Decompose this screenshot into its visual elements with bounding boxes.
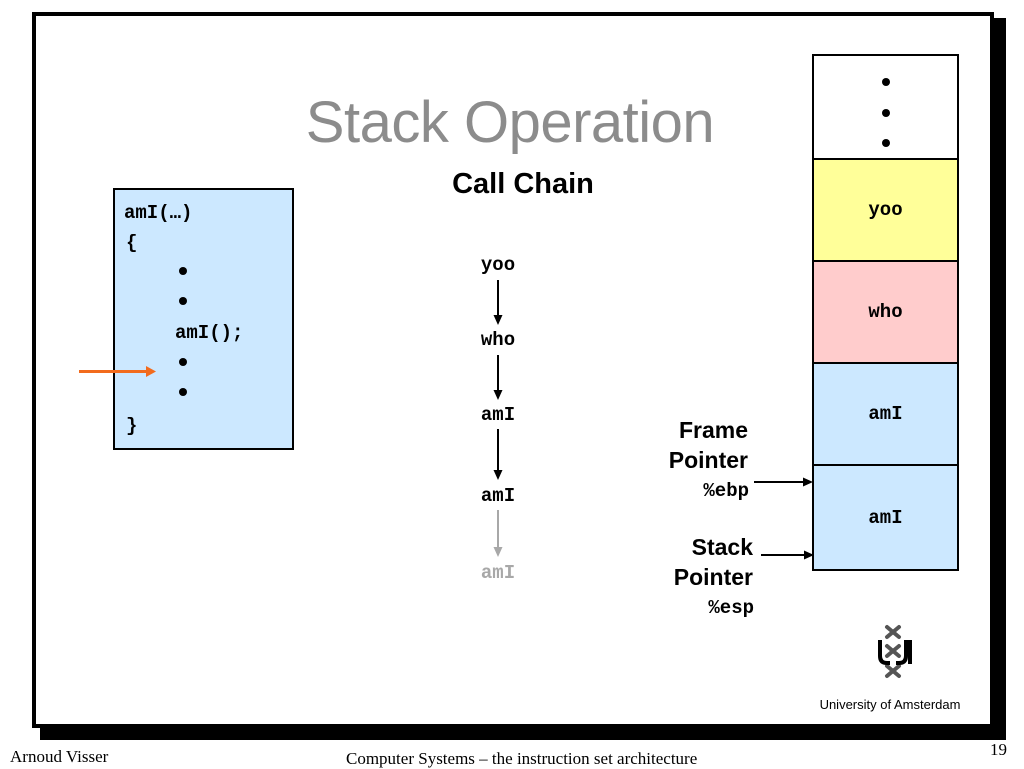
stack-pointer-label-line2: Pointer: [673, 564, 753, 590]
code-line-open-brace: {: [126, 232, 138, 254]
code-line-recursive-call: amI();: [175, 322, 244, 344]
code-bullet: [179, 267, 187, 275]
chain-arrow: [493, 355, 503, 400]
ellipsis-dots: [881, 78, 890, 147]
code-line-function-header: amI(…): [124, 202, 193, 224]
frame-pointer-label-line2: Pointer: [668, 447, 748, 473]
stack-pointer-register: %esp: [708, 597, 754, 619]
stack-pointer-arrow: [761, 550, 814, 560]
slide-title: Stack Operation: [305, 90, 715, 155]
code-bullet: [179, 358, 187, 366]
code-line-close-brace: }: [126, 415, 138, 437]
call-chain-heading: Call Chain: [452, 168, 594, 200]
uva-logo-icon: [878, 625, 912, 678]
stack-pointer-label-line1: Stack: [691, 534, 753, 560]
chain-item-yoo: yoo: [480, 254, 516, 276]
stack-cell-earlier-frames: [812, 54, 959, 160]
stack-frame-who: who: [812, 260, 959, 364]
chain-item-ami-future: amI: [480, 562, 516, 584]
code-bullet: [179, 388, 187, 396]
chain-arrow-future: [493, 510, 503, 557]
footer-author: Arnoud Visser: [10, 747, 109, 766]
chain-item-who: who: [480, 329, 516, 351]
university-caption: University of Amsterdam: [819, 697, 961, 712]
frame-pointer-register: %ebp: [703, 480, 749, 502]
stack-frame-ami-current: amI: [812, 464, 959, 571]
call-chain-arrows: [493, 280, 503, 557]
frame-pointer-label: Frame Pointer: [600, 415, 748, 475]
stack-pointer-label: Stack Pointer: [600, 532, 753, 592]
footer-course-title: Computer Systems – the instruction set a…: [346, 749, 698, 768]
chain-item-ami: amI: [480, 485, 516, 507]
code-bullet: [179, 297, 187, 305]
chain-item-ami: amI: [480, 404, 516, 426]
frame-pointer-arrow: [754, 477, 813, 487]
stack-frame-yoo: yoo: [812, 158, 959, 262]
chain-arrow: [493, 429, 503, 480]
execution-point-arrow: [79, 366, 156, 377]
chain-arrow: [493, 280, 503, 325]
code-box: amI(…) { amI(); }: [113, 188, 294, 450]
frame-pointer-label-line1: Frame: [678, 417, 748, 443]
page-number: 19: [990, 740, 1007, 759]
stack-frame-ami: amI: [812, 362, 959, 466]
